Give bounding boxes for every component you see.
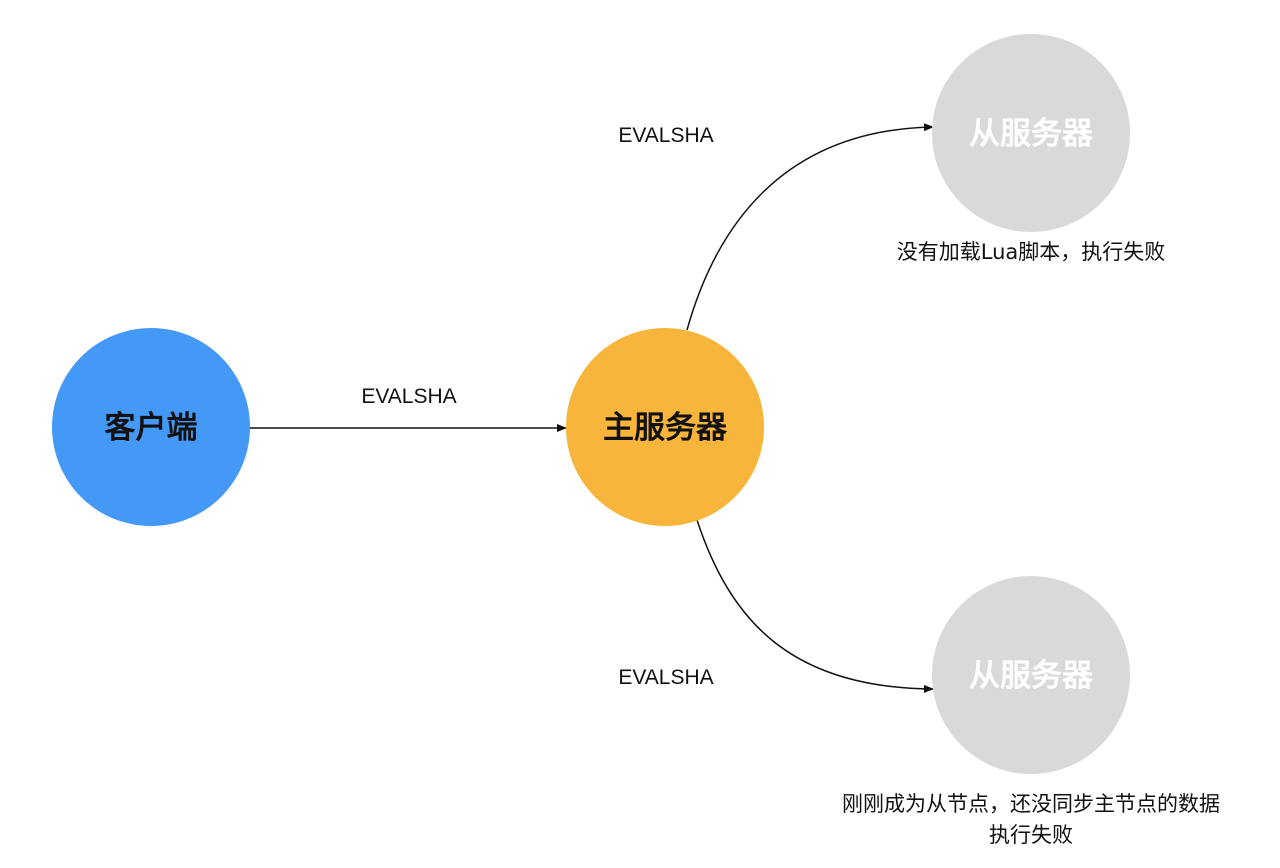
replica-top-label: 从服务器 [969,116,1094,152]
master-circle [566,328,764,526]
edge-master-to-replica-top [686,123,934,331]
edge-master-to-replica-bottom [696,519,934,693]
replica-bottom-note-line1: 刚刚成为从节点，还没同步主节点的数据 [842,792,1220,816]
edge-label-master-to-replica-top: EVALSHA [618,124,713,147]
edge-label-client-to-master: EVALSHA [361,385,456,408]
client-label: 客户端 [105,410,198,446]
replica-top-note: 没有加载Lua脚本，执行失败 [897,240,1166,264]
edge-label-master-to-replica-bottom: EVALSHA [618,666,713,689]
replica-top-circle [932,34,1130,232]
master-node: 主服务器 [566,328,764,526]
replica-bottom-circle [932,576,1130,774]
client-node: 客户端 [52,328,250,526]
replica-bottom-node: 从服务器 [932,576,1130,774]
replica-bottom-note-line2: 执行失败 [989,823,1073,847]
client-circle [52,328,250,526]
replica-bottom-label: 从服务器 [969,658,1094,694]
master-label: 主服务器 [603,410,728,446]
replica-top-node: 从服务器 [932,34,1130,232]
